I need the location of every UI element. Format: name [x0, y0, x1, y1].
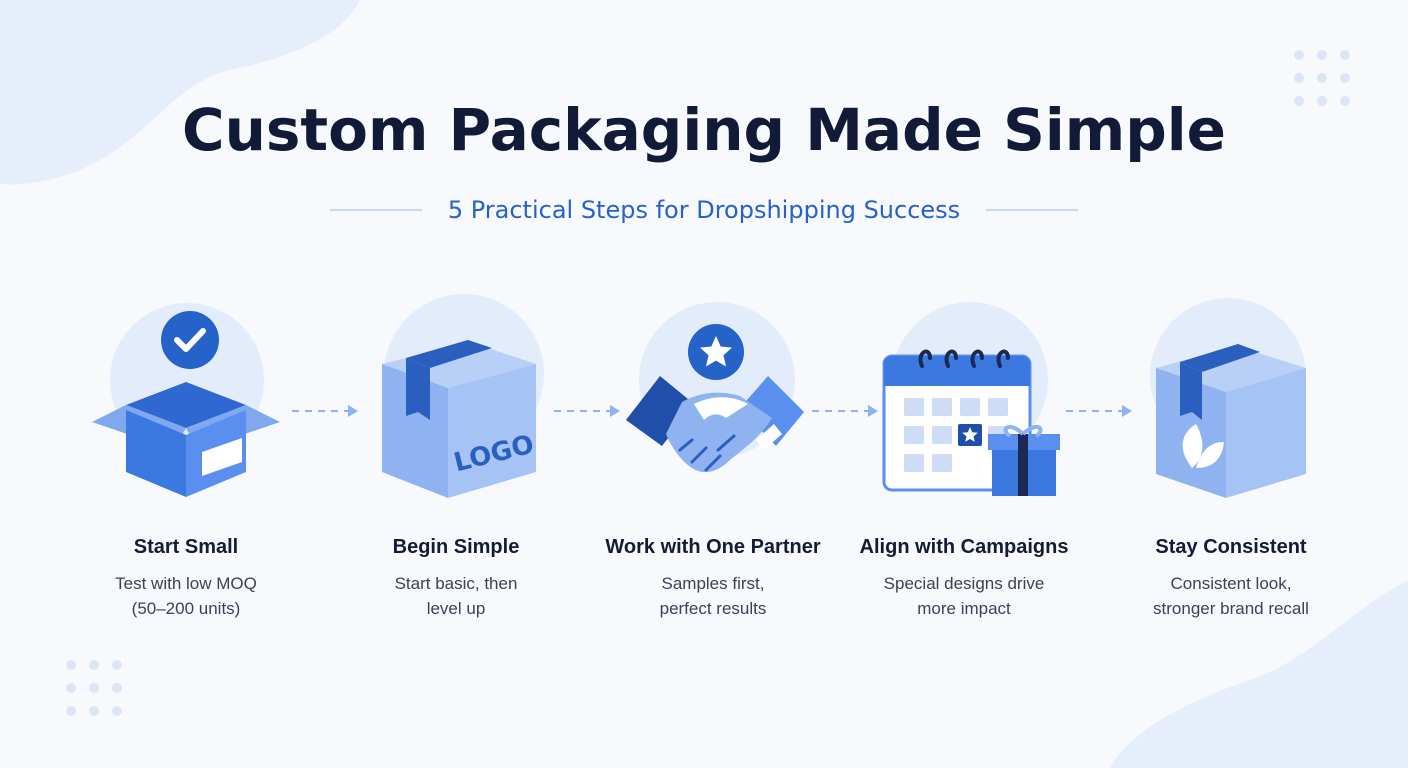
step-start-small: Start Small Test with low MOQ (50–200 un…: [66, 536, 306, 621]
step-title: Stay Consistent: [1155, 536, 1307, 558]
step-stay-consistent: Stay Consistent Consistent look, stronge…: [1111, 536, 1351, 621]
step-title: Align with Campaigns: [859, 536, 1069, 558]
step-work-with-one-partner: Work with One Partner Samples first, per…: [593, 536, 833, 621]
calendar-gift-icon: [882, 302, 1060, 496]
step-description-line: Samples first,: [661, 574, 765, 593]
step-align-with-campaigns: Align with Campaigns Special designs dri…: [844, 536, 1084, 621]
step-title: Work with One Partner: [605, 536, 821, 558]
step-description-line: stronger brand recall: [1153, 599, 1309, 618]
subtitle-row: 5 Practical Steps for Dropshipping Succe…: [0, 196, 1408, 224]
step-arrow-2: [554, 405, 620, 417]
step-description-line: Start basic, then: [394, 574, 518, 593]
background-wave-top-left: [0, 0, 360, 185]
open-box-check-icon: [92, 303, 280, 497]
decorative-dots-top-right: [1294, 50, 1350, 106]
eco-box-icon: [1150, 298, 1306, 498]
step-description: Test with low MOQ (50–200 units): [66, 571, 306, 621]
step-description-line: more impact: [917, 599, 1011, 618]
step-description-line: Special designs drive: [883, 574, 1045, 593]
step-arrow-4: [1066, 405, 1132, 417]
step-begin-simple: Begin Simple Start basic, then level up: [336, 536, 576, 621]
page-subtitle: 5 Practical Steps for Dropshipping Succe…: [447, 196, 961, 224]
subtitle-rule-right: [986, 209, 1079, 211]
step-description-line: Consistent look,: [1170, 574, 1292, 593]
step-description-line: (50–200 units): [131, 599, 241, 618]
logo-box-icon: LOGO: [382, 294, 544, 498]
step-description-line: Test with low MOQ: [115, 574, 257, 593]
step-title: Start Small: [133, 536, 239, 558]
step-description-line: level up: [426, 599, 486, 618]
step-description: Samples first, perfect results: [593, 571, 833, 621]
handshake-star-icon: [626, 302, 804, 473]
decorative-dots-bottom-left: [66, 660, 122, 716]
subtitle-rule-left: [329, 209, 422, 211]
step-arrow-1: [292, 405, 358, 417]
step-description-line: perfect results: [659, 599, 767, 618]
step-title: Begin Simple: [392, 536, 520, 558]
step-arrow-3: [812, 405, 878, 417]
step-description: Start basic, then level up: [336, 571, 576, 621]
background-wave-bottom-right: [1110, 580, 1408, 768]
step-description: Special designs drive more impact: [844, 571, 1084, 621]
page-title: Custom Packaging Made Simple: [182, 96, 1226, 164]
step-description: Consistent look, stronger brand recall: [1111, 571, 1351, 621]
